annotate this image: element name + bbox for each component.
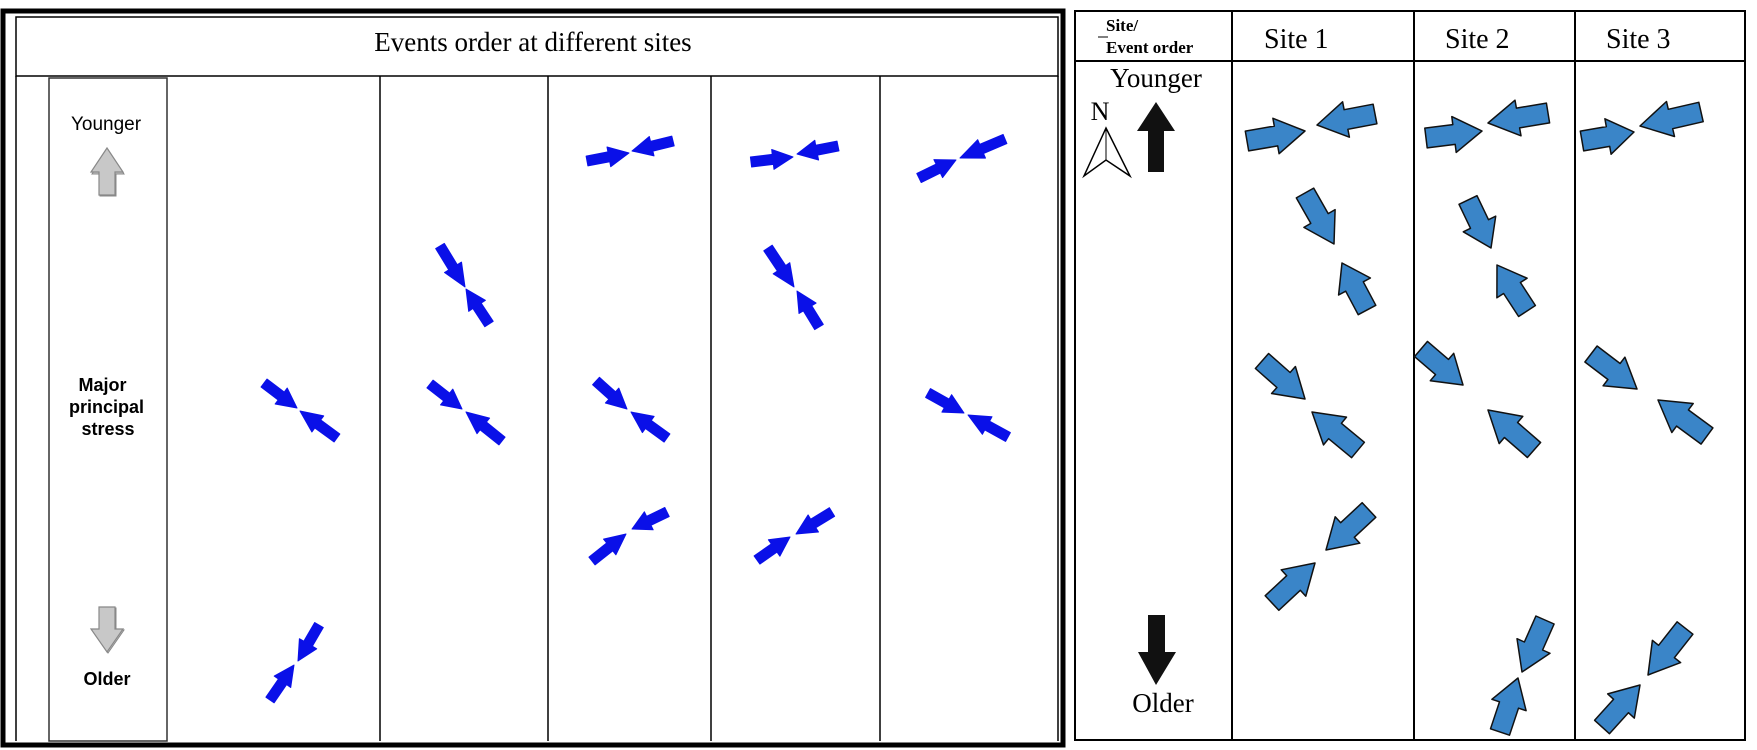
left-stress-arrow [796,139,840,161]
left-stress-arrow [299,410,341,443]
left-stress-arrow [426,379,463,410]
right-stress-arrow [1311,411,1366,459]
left-older-label: Older [83,669,130,689]
left-older-arrow-shape [89,606,125,654]
right-panel-frame [1074,10,1746,741]
right-younger-label: Younger [1110,63,1202,93]
right-stress-arrow [1424,115,1483,154]
left-stress-arrow [585,146,630,168]
left-title-box [15,16,1059,77]
right-stress-arrow [1316,101,1378,138]
north-arrow-icon [1082,126,1132,179]
north-label: N [1091,97,1110,126]
left-stress-arrow [795,507,836,535]
left-panel: Events order at different sites Younger … [0,8,1066,748]
left-stress-arrow [465,288,494,328]
site-1-header: Site 1 [1264,24,1329,55]
right-stress-arrow [1487,409,1542,459]
site-2-header: Site 2 [1445,24,1510,55]
left-younger-arrow-shape [89,146,125,196]
left-stress-arrow [763,244,795,288]
right-stress-arrow [1657,399,1714,445]
right-stress-arrow [1325,501,1377,551]
left-panel-frame [0,8,1066,748]
right-stress-arrow [1593,684,1641,735]
left-stress-arrow [265,664,295,704]
left-older-arrow-icon [89,606,125,654]
left-stress-arrow [631,507,670,531]
right-stress-arrow [1489,677,1527,736]
left-stress-arrow [592,376,628,410]
right-stress-arrow [1244,117,1306,155]
left-younger-label: Younger [71,114,142,135]
right-stress-arrow [1458,194,1497,249]
left-stress-arrow [630,411,671,443]
left-stress-arrow [959,133,1008,159]
left-stress-arrow [435,242,466,288]
left-stress-arrow [967,414,1011,442]
left-stress-arrow [796,290,824,331]
right-stress-arrow [1496,264,1537,318]
left-stress-arrow [749,149,794,170]
left-younger-arrow-icon [89,146,125,197]
right-stress-arrow [1647,621,1694,676]
right-stress-arrow [1295,187,1336,245]
left-stress-label: Major principal stress [69,375,149,439]
left-stress-arrow [916,159,957,183]
right-panel: Site/ Event order Site 1 Site 2 Site 3 Y… [1074,10,1746,741]
left-stress-arrow [297,622,324,662]
right-stress-arrow [1264,562,1316,612]
left-stress-arrow [631,135,675,157]
left-stress-arrow [465,411,506,446]
right-stress-arrow [1413,340,1464,386]
right-stress-arrow [1337,262,1377,316]
right-younger-arrow-icon [1137,102,1175,172]
right-header-label: Site/ Event order [1106,16,1194,57]
right-older-label: Older [1132,688,1193,718]
right-stress-arrows [1244,99,1714,736]
right-stress-arrow [1487,99,1551,137]
left-panel-title: Events order at different sites [374,27,691,57]
left-stress-arrow [260,378,298,409]
left-stress-arrow [925,388,965,414]
left-stress-arrow [753,536,791,565]
right-older-arrow-icon [1138,615,1176,685]
right-stress-arrow [1254,352,1306,400]
left-legend-column [48,77,168,742]
left-stress-arrows [260,133,1011,704]
left-stress-arrow [588,533,627,566]
right-stress-arrow [1639,100,1704,138]
right-stress-arrow [1579,118,1635,155]
right-stress-arrow [1516,615,1555,673]
right-stress-arrow [1584,345,1638,390]
site-3-header: Site 3 [1606,24,1671,55]
